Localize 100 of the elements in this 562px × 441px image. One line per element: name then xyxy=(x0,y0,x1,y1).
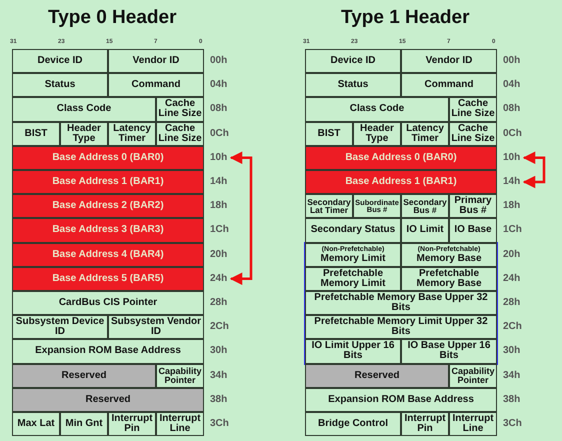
field-label: Base Address 0 (BAR0) xyxy=(51,152,165,163)
field-label: BIST xyxy=(316,128,342,139)
register-field xyxy=(12,122,60,146)
offset-label: 08h xyxy=(503,103,520,114)
register-field xyxy=(305,170,497,194)
field-label: Base Address 1 (BAR1) xyxy=(51,177,165,188)
offset-label: 2Ch xyxy=(503,321,522,332)
field-label: Memory Limit xyxy=(319,254,386,264)
field-label: CardBus CIS Pointer xyxy=(58,298,158,308)
field-label: Interrupt Line xyxy=(451,414,495,434)
field-label: Prefetchable Memory Limit xyxy=(319,268,386,289)
register-field xyxy=(305,122,353,146)
register-field xyxy=(12,218,204,243)
table-title: Type 1 Header xyxy=(341,7,470,29)
register-field xyxy=(305,242,401,267)
offset-label: 34h xyxy=(503,370,520,381)
offset-label: 14h xyxy=(503,176,520,187)
register-field xyxy=(401,266,497,291)
field-label: Bridge Control xyxy=(317,419,389,430)
double-arrow xyxy=(230,152,252,286)
offset-label: 08h xyxy=(210,103,228,114)
register-field xyxy=(401,73,497,98)
offset-label: 04h xyxy=(503,79,520,90)
offset-label: 20h xyxy=(503,248,520,260)
register-field xyxy=(449,194,497,218)
field-label: Secondary Lat Timer xyxy=(306,198,352,215)
field-label: Header Type xyxy=(359,124,395,144)
offset-label: 1Ch xyxy=(503,224,522,236)
field-label: Device ID xyxy=(36,56,84,66)
field-label: Min Gnt xyxy=(64,419,104,430)
field-label: Interrupt Pin xyxy=(110,414,154,434)
table-title: Type 0 Header xyxy=(48,7,176,29)
register-field xyxy=(12,73,108,98)
field-label: Base Address 5 (BAR5) xyxy=(51,274,165,284)
register-field xyxy=(12,194,204,218)
double-arrow xyxy=(522,152,546,188)
field-label: Reserved xyxy=(60,370,108,381)
register-field xyxy=(449,218,497,243)
register-field xyxy=(305,146,497,170)
offset-label: 00h xyxy=(210,55,228,66)
field-label: Class Code xyxy=(56,104,112,114)
offset-label: 28h xyxy=(503,297,520,308)
field-label: Capability Pointer xyxy=(450,366,496,385)
field-label: Vendor ID xyxy=(132,56,180,66)
offset-label: 38h xyxy=(503,394,520,405)
register-field xyxy=(305,412,401,436)
register-field xyxy=(12,242,204,267)
field-label: Cache Line Size xyxy=(157,124,203,144)
field-label: Latency Timer xyxy=(405,124,445,144)
offset-label: 34h xyxy=(210,370,228,381)
field-label: BIST xyxy=(24,128,48,139)
field-label: Interrupt Pin xyxy=(403,414,447,434)
offset-label: 24h xyxy=(503,272,520,284)
register-field xyxy=(60,122,108,146)
field-label: Latency Timer xyxy=(112,124,152,144)
register-field xyxy=(12,146,204,170)
register-field xyxy=(401,194,449,218)
field-label: Prefetchable Memory Base Upper 32 Bits xyxy=(313,293,489,314)
field-label: Cache Line Size xyxy=(450,99,496,120)
offset-label: 04h xyxy=(210,79,228,90)
field-label: Status xyxy=(44,80,76,90)
register-field xyxy=(305,218,401,243)
offset-label: 3Ch xyxy=(503,418,522,429)
register-field xyxy=(305,194,353,218)
register-field xyxy=(353,194,401,218)
register-field xyxy=(12,412,60,436)
register-field xyxy=(305,266,401,291)
register-field xyxy=(305,49,401,74)
field-label: Status xyxy=(336,80,370,90)
offset-label: 14h xyxy=(210,176,228,187)
offset-label: 18h xyxy=(210,200,228,212)
field-label: Expansion ROM Base Address xyxy=(327,394,475,405)
register-field xyxy=(305,339,401,364)
field-label: Subsystem Vendor ID xyxy=(110,317,202,338)
register-field xyxy=(12,364,156,388)
offset-label: 2Ch xyxy=(210,321,229,332)
offset-label: 3Ch xyxy=(210,418,229,429)
register-field xyxy=(353,122,401,146)
offset-label: 38h xyxy=(210,394,228,405)
register-field xyxy=(12,388,204,412)
field-label: Memory Base xyxy=(415,254,483,264)
register-field xyxy=(305,388,497,412)
field-label: Secondary Bus # xyxy=(402,198,448,215)
register-field xyxy=(401,242,497,267)
offset-label: 30h xyxy=(210,345,228,356)
field-label: Reserved xyxy=(84,394,132,405)
field-label: Interrupt Line xyxy=(158,414,202,434)
highlight-frame xyxy=(304,242,498,365)
offset-label: 20h xyxy=(210,248,228,260)
field-label: Prefetchable Memory Limit Upper 32 Bits xyxy=(313,317,489,338)
field-label: Capability Pointer xyxy=(157,366,202,385)
field-label: Base Address 0 (BAR0) xyxy=(344,152,458,163)
register-field xyxy=(305,315,497,340)
register-field xyxy=(108,49,204,74)
field-label: Expansion ROM Base Address xyxy=(34,346,182,356)
field-label: Base Address 1 (BAR1) xyxy=(344,177,458,188)
register-field xyxy=(305,364,449,388)
offset-label: 10h xyxy=(210,152,228,163)
register-field xyxy=(305,73,401,98)
offset-label: 18h xyxy=(503,200,520,212)
